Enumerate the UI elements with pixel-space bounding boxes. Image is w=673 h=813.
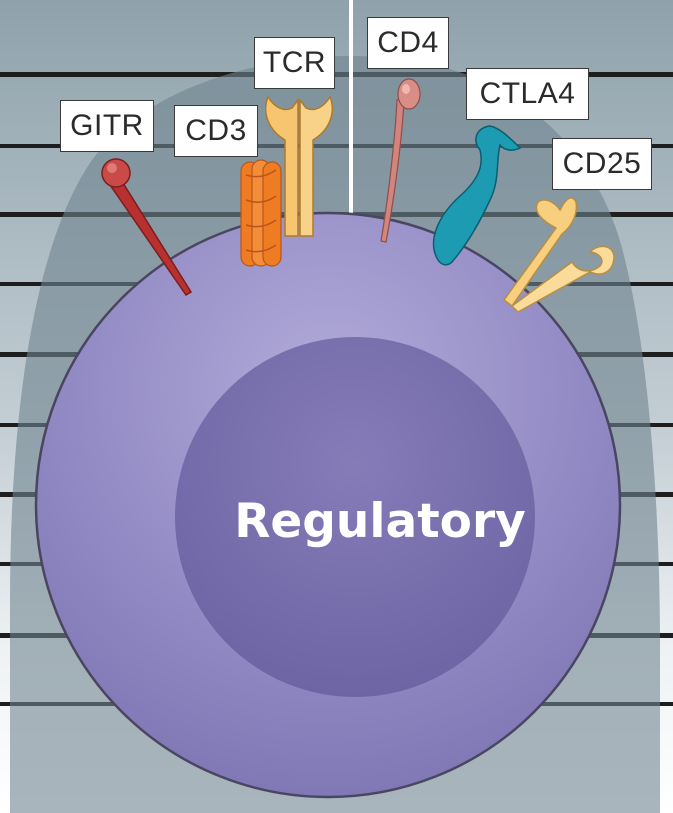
ctla4-receptor — [432, 125, 522, 266]
label-cd3: CD3 — [174, 105, 258, 157]
label-ctla4: CTLA4 — [466, 68, 589, 120]
tcr-receptor — [264, 95, 334, 237]
label-gitr: GITR — [60, 100, 154, 152]
cd4-receptor — [380, 78, 421, 243]
cd3-receptor — [240, 159, 282, 267]
label-cd4: CD4 — [367, 17, 449, 69]
cell-type-label: Regulatory — [234, 494, 526, 549]
gitr-receptor — [101, 158, 193, 297]
nucleus — [175, 337, 535, 697]
divider-line — [349, 0, 353, 216]
label-cd25: CD25 — [552, 138, 652, 190]
label-tcr: TCR — [254, 37, 335, 89]
cd25-receptor — [502, 197, 615, 313]
